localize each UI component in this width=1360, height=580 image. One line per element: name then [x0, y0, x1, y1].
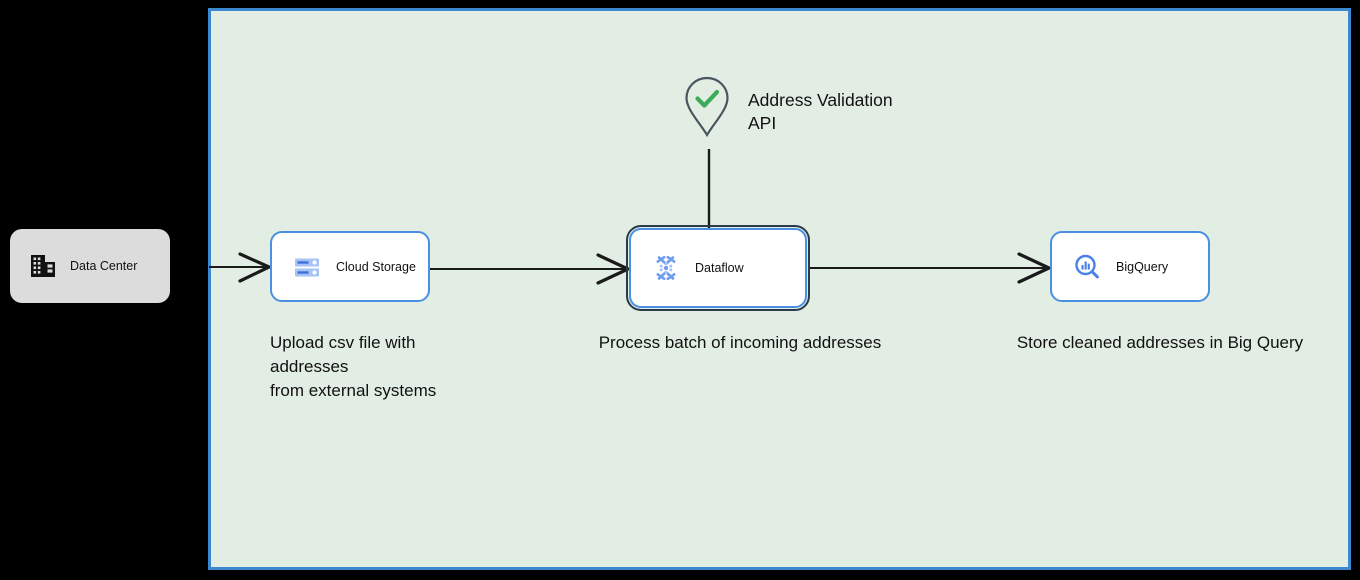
node-label-cloud-storage: Cloud Storage [336, 259, 416, 274]
caption-cloud-storage: Upload csv file with addresses from exte… [270, 333, 437, 400]
dataflow-icon [656, 255, 676, 281]
caption-bigquery: Store cleaned addresses in Big Query [1016, 333, 1304, 352]
external-service-label: Address Validation API [748, 89, 893, 135]
onprem-label: Data Center [70, 259, 138, 273]
cloud-storage-icon [295, 258, 319, 276]
node-bigquery[interactable]: BigQuery [1050, 231, 1210, 302]
node-cloud-storage[interactable]: Cloud Storage [270, 231, 430, 302]
map-pin-check-icon [685, 76, 729, 138]
onprem-data-center-node[interactable]: Data Center [10, 229, 170, 303]
external-service-address-validation-api[interactable]: Address Validation API [684, 76, 893, 138]
external-service-label-line-1: Address Validation [748, 90, 893, 110]
external-service-label-line-2: API [748, 113, 777, 133]
node-label-dataflow: Dataflow [695, 261, 744, 275]
bigquery-icon [1075, 254, 1099, 278]
data-center-building-icon [31, 255, 55, 277]
caption-dataflow: Process batch of incoming addresses [598, 333, 882, 352]
node-dataflow[interactable]: Dataflow [626, 225, 810, 311]
node-label-bigquery: BigQuery [1116, 259, 1169, 274]
